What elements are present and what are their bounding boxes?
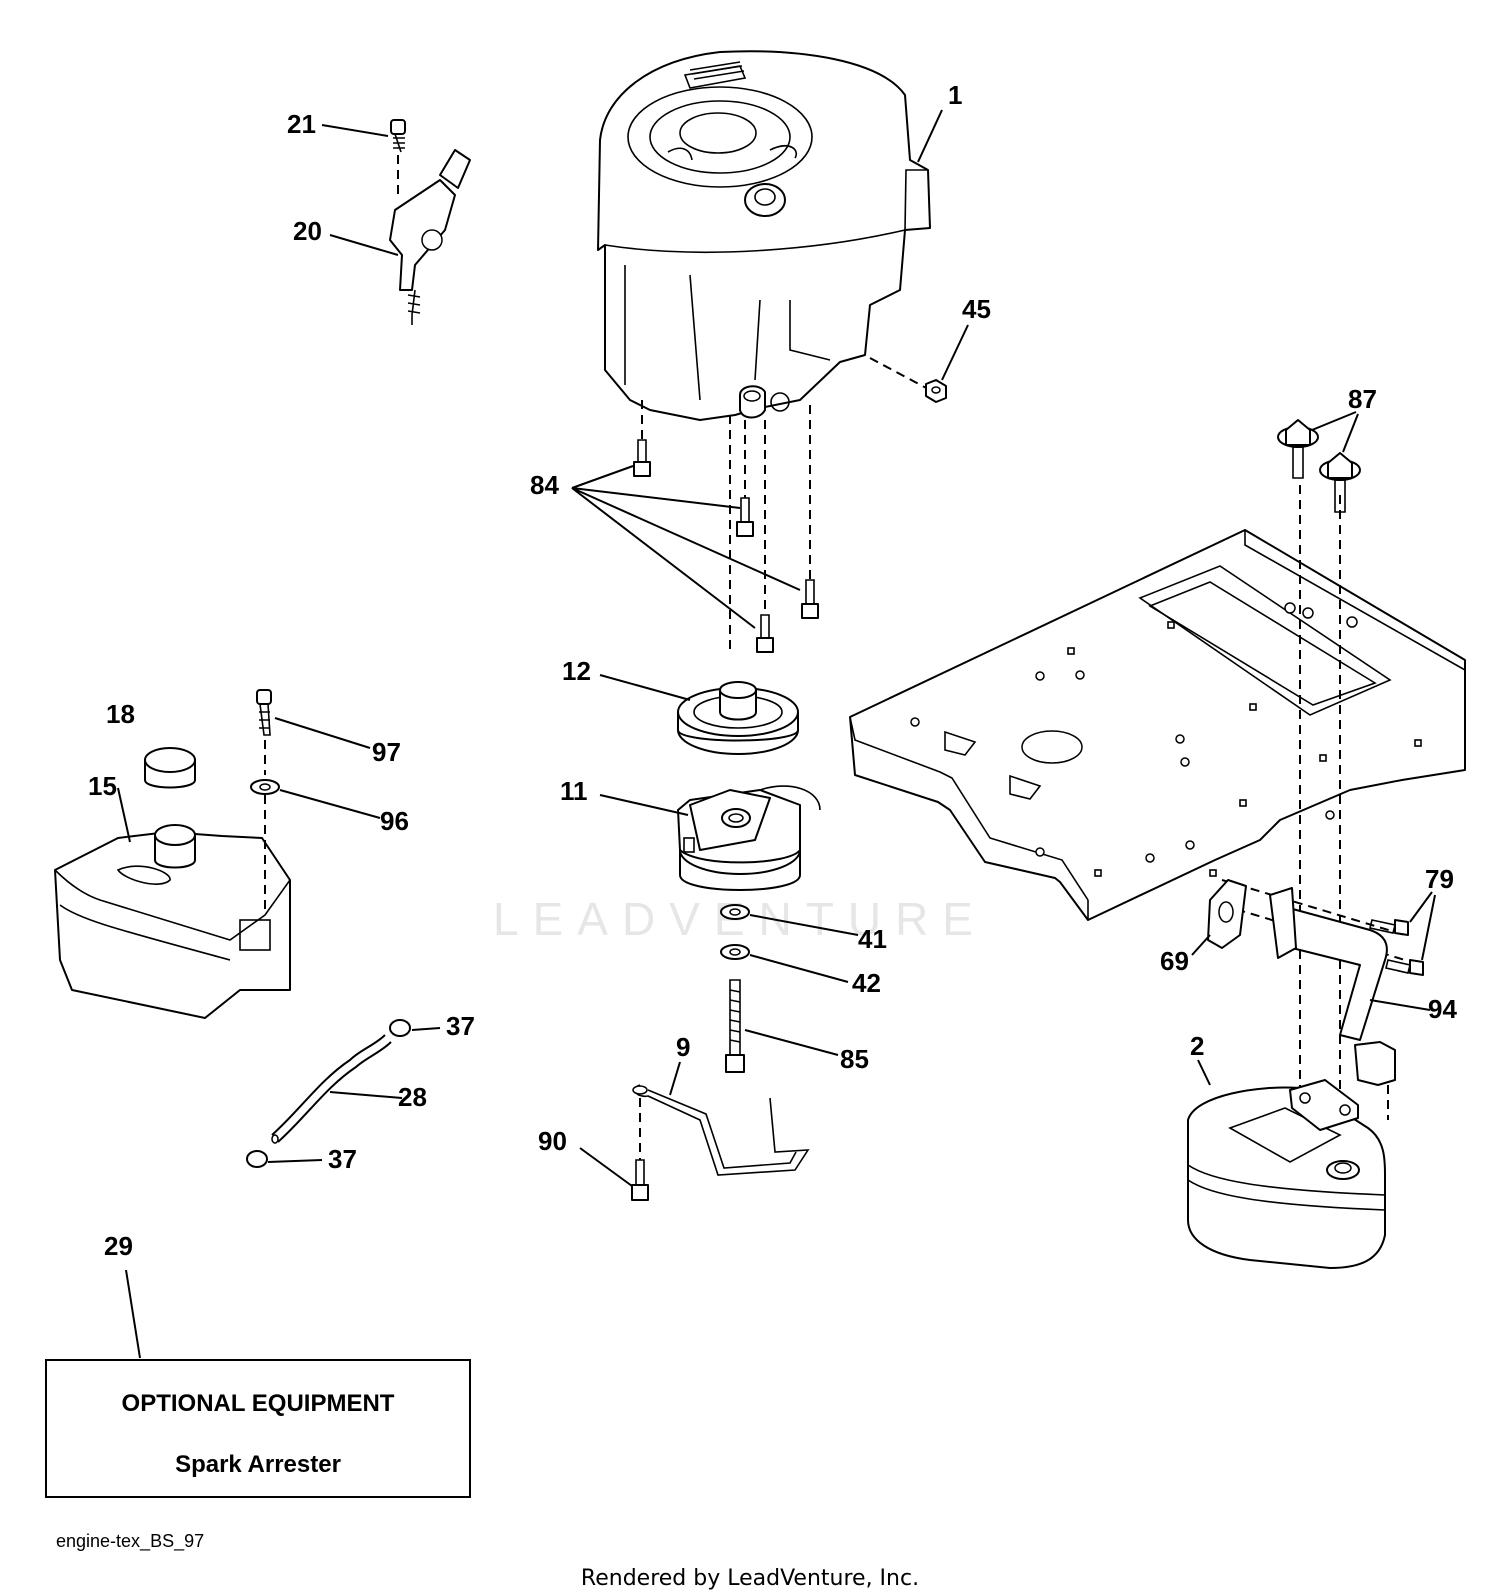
nut-part-45[interactable] <box>925 379 947 403</box>
fuel-tank-part-15[interactable] <box>54 824 291 1019</box>
engine-mount-frame <box>849 529 1466 921</box>
callout-21: 21 <box>287 109 316 139</box>
bolt-part-79[interactable] <box>1369 919 1424 976</box>
bolt-part-90[interactable] <box>631 1159 649 1201</box>
bolt-part-85[interactable] <box>725 979 745 1073</box>
washer-part-42[interactable] <box>720 944 750 960</box>
callout-18: 18 <box>106 699 135 729</box>
callout-29: 29 <box>104 1231 133 1261</box>
callout-37-bottom: 37 <box>328 1144 357 1174</box>
washer-part-41[interactable] <box>720 904 750 920</box>
throttle-control-part-20[interactable] <box>389 149 471 325</box>
pulley-part-12[interactable] <box>677 681 799 755</box>
callout-96: 96 <box>380 806 409 836</box>
fuel-line-part-28[interactable] <box>271 1034 392 1144</box>
washer-part-96[interactable] <box>250 779 280 795</box>
bolt-part-84[interactable] <box>633 439 819 653</box>
bracket-part-9[interactable] <box>632 1084 810 1176</box>
muffler-part-2[interactable] <box>1187 1079 1386 1269</box>
callout-79: 79 <box>1425 864 1454 894</box>
rendered-by-footer: Rendered by LeadVenture, Inc. <box>581 1566 919 1591</box>
callout-94: 94 <box>1428 994 1457 1024</box>
fuel-cap-part-18[interactable] <box>144 747 196 789</box>
callout-42: 42 <box>852 968 881 998</box>
callout-15: 15 <box>88 771 117 801</box>
callout-28: 28 <box>398 1082 427 1112</box>
callout-12: 12 <box>562 656 591 686</box>
callout-84: 84 <box>530 470 559 500</box>
callout-69: 69 <box>1160 946 1189 976</box>
diagram-code: engine-tex_BS_97 <box>56 1531 204 1552</box>
callout-2: 2 <box>1190 1031 1204 1061</box>
exhaust-gasket-part-69[interactable] <box>1207 879 1247 949</box>
callout-97: 97 <box>372 737 401 767</box>
callout-90: 90 <box>538 1126 567 1156</box>
optional-equipment-title: OPTIONAL EQUIPMENT <box>122 1390 395 1417</box>
clamp-part-37-top[interactable] <box>389 1019 411 1037</box>
callout-11: 11 <box>560 776 588 806</box>
screw-part-97[interactable] <box>256 689 272 736</box>
engine-part-1[interactable] <box>597 50 931 421</box>
callout-9: 9 <box>676 1032 690 1062</box>
clutch-part-11[interactable] <box>677 785 821 891</box>
exhaust-pipe-part-94[interactable] <box>1269 887 1396 1086</box>
callout-1: 1 <box>948 80 962 110</box>
callout-20: 20 <box>293 216 322 246</box>
callout-45: 45 <box>962 294 991 324</box>
optional-equipment-item: Spark Arrester <box>175 1451 341 1478</box>
callout-87: 87 <box>1348 384 1377 414</box>
optional-equipment-box: OPTIONAL EQUIPMENT Spark Arrester <box>45 1359 471 1498</box>
callout-85: 85 <box>840 1044 869 1074</box>
flange-bolt-part-87[interactable] <box>1277 419 1361 513</box>
screw-part-21[interactable] <box>390 119 406 153</box>
clamp-part-37-bottom[interactable] <box>246 1150 268 1168</box>
callout-41: 41 <box>858 924 887 954</box>
callout-37-top: 37 <box>446 1011 475 1041</box>
